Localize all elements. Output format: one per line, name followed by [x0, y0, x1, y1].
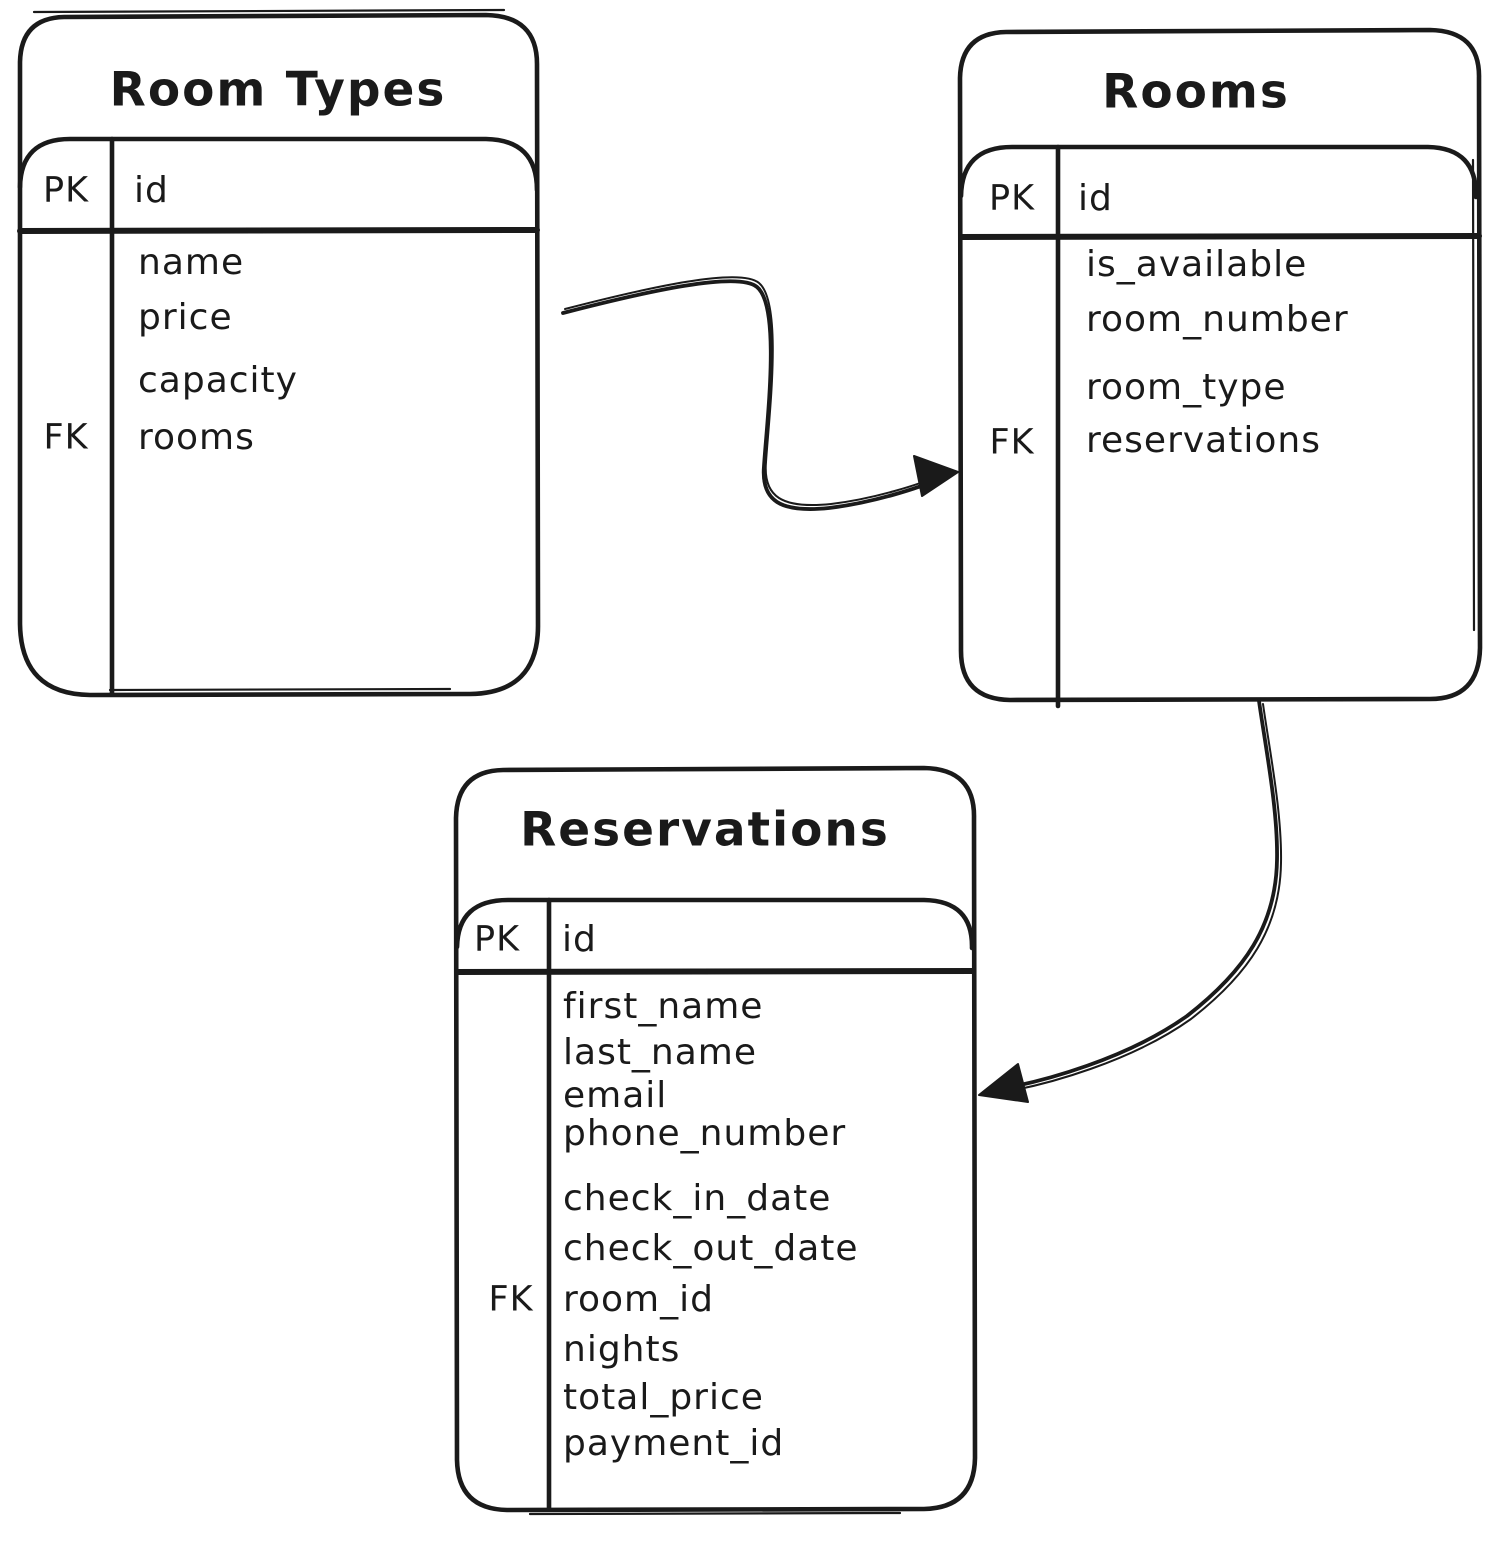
table-title-rooms: Rooms	[1102, 64, 1290, 120]
rooms-header-top-line	[958, 144, 1479, 200]
pk-field: id	[1078, 178, 1113, 219]
field-name: is_available	[1086, 244, 1308, 285]
arrow-line	[561, 279, 946, 511]
pk-label: PK	[42, 170, 90, 211]
pk-label: PK	[473, 919, 521, 960]
field-name: capacity	[138, 360, 298, 401]
relation-arrow-room-types-to-rooms	[561, 276, 959, 511]
field-name: room_type	[1086, 367, 1287, 408]
field-name: nights	[563, 1329, 681, 1370]
field-name: last_name	[563, 1032, 758, 1073]
fk-label: FK	[989, 422, 1035, 463]
field-name: price	[138, 297, 233, 338]
entity-box-rooms	[957, 27, 1483, 709]
room-types-outline-overdraw-top	[32, 8, 506, 14]
field-name: first_name	[563, 986, 764, 1027]
rooms-outline	[957, 27, 1483, 703]
arrow-line-overdraw	[564, 276, 947, 507]
field-name: payment_id	[563, 1423, 785, 1464]
room-types-header-top-line	[17, 136, 540, 193]
room-types-outline-overdraw-bottom	[108, 687, 452, 692]
fk-label: FK	[43, 417, 89, 458]
field-name: phone_number	[563, 1113, 847, 1154]
reservations-header-divider	[454, 968, 976, 975]
pk-field: id	[562, 919, 597, 960]
fk-label: FK	[488, 1279, 534, 1320]
pk-label: PK	[988, 178, 1036, 219]
field-name: reservations	[1086, 420, 1321, 461]
field-name: name	[138, 242, 245, 283]
room-types-outline	[17, 12, 541, 698]
reservations-outline-overdraw-bottom	[528, 1511, 902, 1516]
arrowhead-icon	[913, 455, 959, 497]
field-name: rooms	[138, 417, 255, 458]
rooms-outline-overdraw-right	[1471, 158, 1476, 632]
arrowhead-icon	[978, 1063, 1029, 1103]
reservations-outline	[453, 765, 978, 1513]
entity-box-room-types	[17, 8, 541, 698]
field-name: email	[563, 1075, 668, 1116]
reservations-header-top-line	[454, 897, 975, 951]
arrow-line-overdraw	[997, 703, 1283, 1094]
field-name: room_id	[563, 1279, 714, 1320]
rooms-header-divider	[958, 233, 1482, 240]
entity-box-reservations	[453, 765, 978, 1516]
table-title-reservations: Reservations	[520, 802, 890, 858]
field-name: room_number	[1086, 299, 1349, 340]
room-types-header-divider	[17, 227, 540, 234]
field-name: check_out_date	[563, 1228, 859, 1269]
pk-field: id	[134, 170, 169, 211]
table-title-room-types: Room Types	[109, 62, 447, 118]
field-name: check_in_date	[563, 1178, 832, 1219]
relation-arrow-rooms-to-reservations	[978, 699, 1283, 1103]
arrow-line	[992, 699, 1279, 1092]
field-name: total_price	[563, 1377, 764, 1418]
